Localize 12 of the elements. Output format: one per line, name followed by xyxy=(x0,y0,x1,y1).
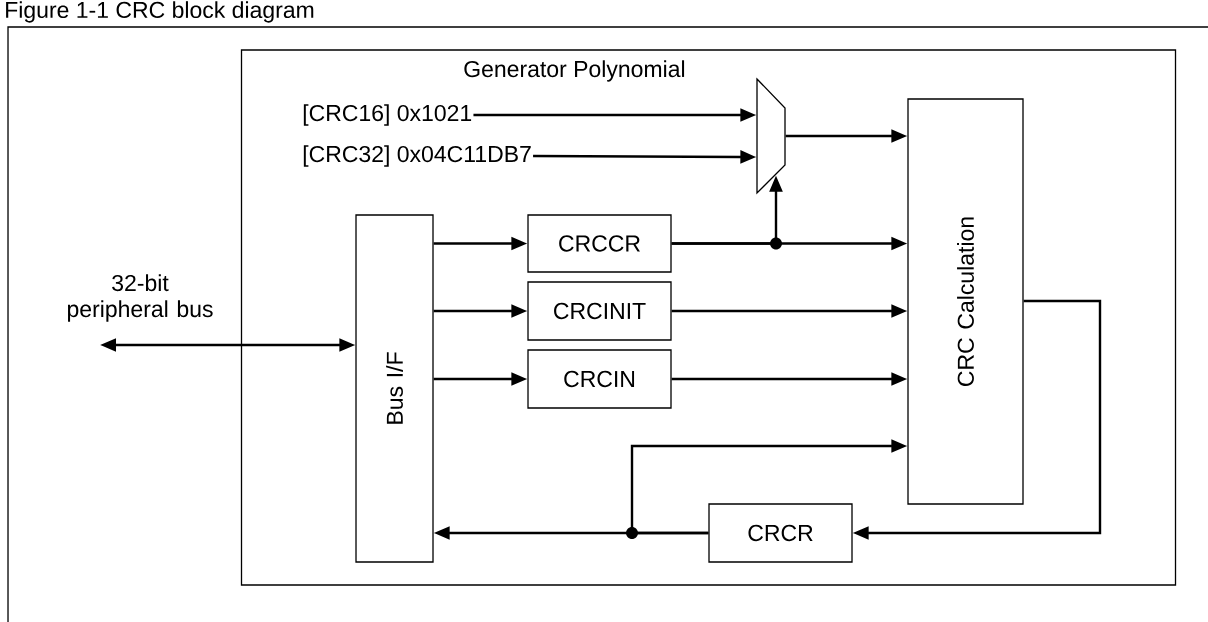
figure-title: Figure 1-1 CRC block diagram xyxy=(6,1,314,23)
block-boundary-box xyxy=(240,49,1177,586)
register-box: CRCR xyxy=(708,503,853,563)
polynomial-value: [CRC32] 0x04C11DB7 xyxy=(303,145,531,167)
calculation-block: CRC Calculation xyxy=(907,98,1024,505)
register-box: CRCCR xyxy=(527,214,672,273)
interface-block: Bus I/F xyxy=(355,214,434,563)
register-box: CRCIN xyxy=(527,349,672,409)
caption-text: Generator Polynomial xyxy=(464,60,685,82)
register-box: CRCINIT xyxy=(527,281,672,341)
polynomial-value: [CRC16] 0x1021 xyxy=(303,104,472,126)
edge-label: 32-bit peripheral bus xyxy=(68,274,213,322)
